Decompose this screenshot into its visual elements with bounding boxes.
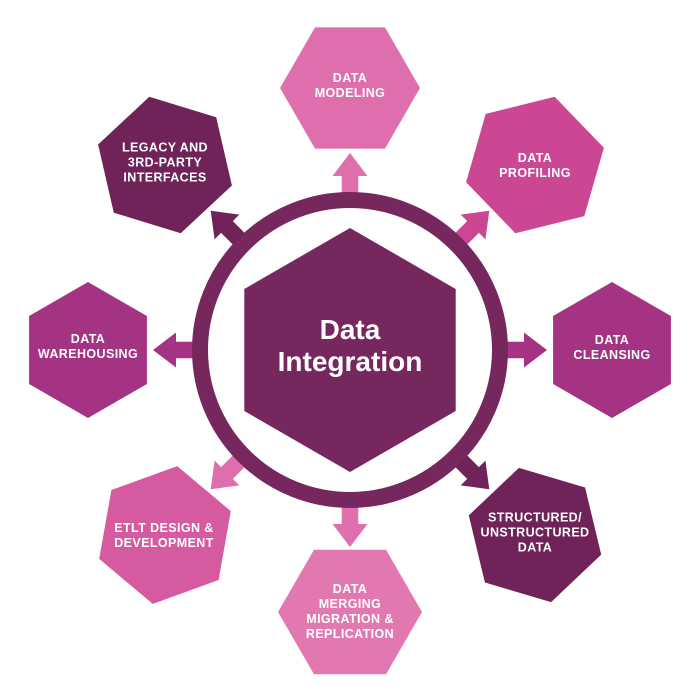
- label-data-profiling-line-1: DATA: [518, 151, 552, 165]
- hexagon-data-modeling: [280, 27, 420, 149]
- node-data-cleansing: DATA CLEANSING: [553, 282, 671, 418]
- center-node: Data Integration: [244, 228, 456, 472]
- center-title-line-2: Integration: [278, 346, 423, 377]
- node-data-modeling: DATA MODELING: [280, 27, 420, 149]
- label-structured-unstructured-line-2: UNSTRUCTURED: [481, 526, 590, 540]
- node-data-warehousing: DATA WAREHOUSING: [29, 282, 147, 418]
- center-hexagon: [244, 228, 456, 472]
- label-etlt-line-1: ETLT DESIGN &: [114, 521, 213, 535]
- label-data-merging-line-2: MERGING: [319, 597, 382, 611]
- label-data-merging-line-3: MIGRATION &: [306, 612, 394, 626]
- label-legacy-line-2: 3RD-PARTY: [128, 156, 202, 170]
- label-structured-unstructured-line-3: DATA: [518, 541, 552, 555]
- arrow-down: [332, 496, 368, 547]
- label-legacy-line-3: INTERFACES: [123, 171, 206, 185]
- label-data-modeling-line-2: MODELING: [315, 86, 386, 100]
- label-data-profiling-line-2: PROFILING: [499, 166, 571, 180]
- label-data-modeling-line-1: DATA: [333, 71, 367, 85]
- label-data-warehousing-line-2: WAREHOUSING: [38, 347, 138, 361]
- label-data-merging-line-1: DATA: [333, 582, 367, 596]
- hexagon-data-profiling: [466, 96, 604, 234]
- label-structured-unstructured-line-1: STRUCTURED/: [488, 511, 582, 525]
- hexagon-data-cleansing: [553, 282, 671, 418]
- hexagon-etlt-design-development: [99, 466, 231, 604]
- arrow-right: [496, 332, 547, 368]
- center-ring: [192, 192, 508, 508]
- hexagon-data-warehousing: [29, 282, 147, 418]
- label-etlt-line-2: DEVELOPMENT: [114, 536, 214, 550]
- label-legacy-line-1: LEGACY AND: [122, 141, 208, 155]
- label-data-warehousing-line-1: DATA: [71, 332, 105, 346]
- hexagon-data-merging-migration-replication: [278, 549, 422, 675]
- arrow-left: [153, 332, 204, 368]
- node-data-profiling: DATA PROFILING: [466, 96, 604, 234]
- label-data-cleansing-line-1: DATA: [595, 333, 629, 347]
- center-title-line-1: Data: [320, 314, 381, 345]
- label-data-cleansing-line-2: CLEANSING: [573, 348, 650, 362]
- node-structured-unstructured-data: STRUCTURED/ UNSTRUCTURED DATA: [468, 467, 602, 603]
- hexagon-structured-unstructured-data: [468, 467, 602, 603]
- node-etlt-design-development: ETLT DESIGN & DEVELOPMENT: [99, 466, 231, 604]
- node-data-merging-migration-replication: DATA MERGING MIGRATION & REPLICATION: [278, 549, 422, 675]
- arrow-up: [332, 153, 368, 204]
- hexagon-legacy-3rd-party-interfaces: [98, 96, 232, 234]
- node-legacy-3rd-party-interfaces: LEGACY AND 3RD-PARTY INTERFACES: [98, 96, 232, 234]
- label-data-merging-line-4: REPLICATION: [306, 627, 394, 641]
